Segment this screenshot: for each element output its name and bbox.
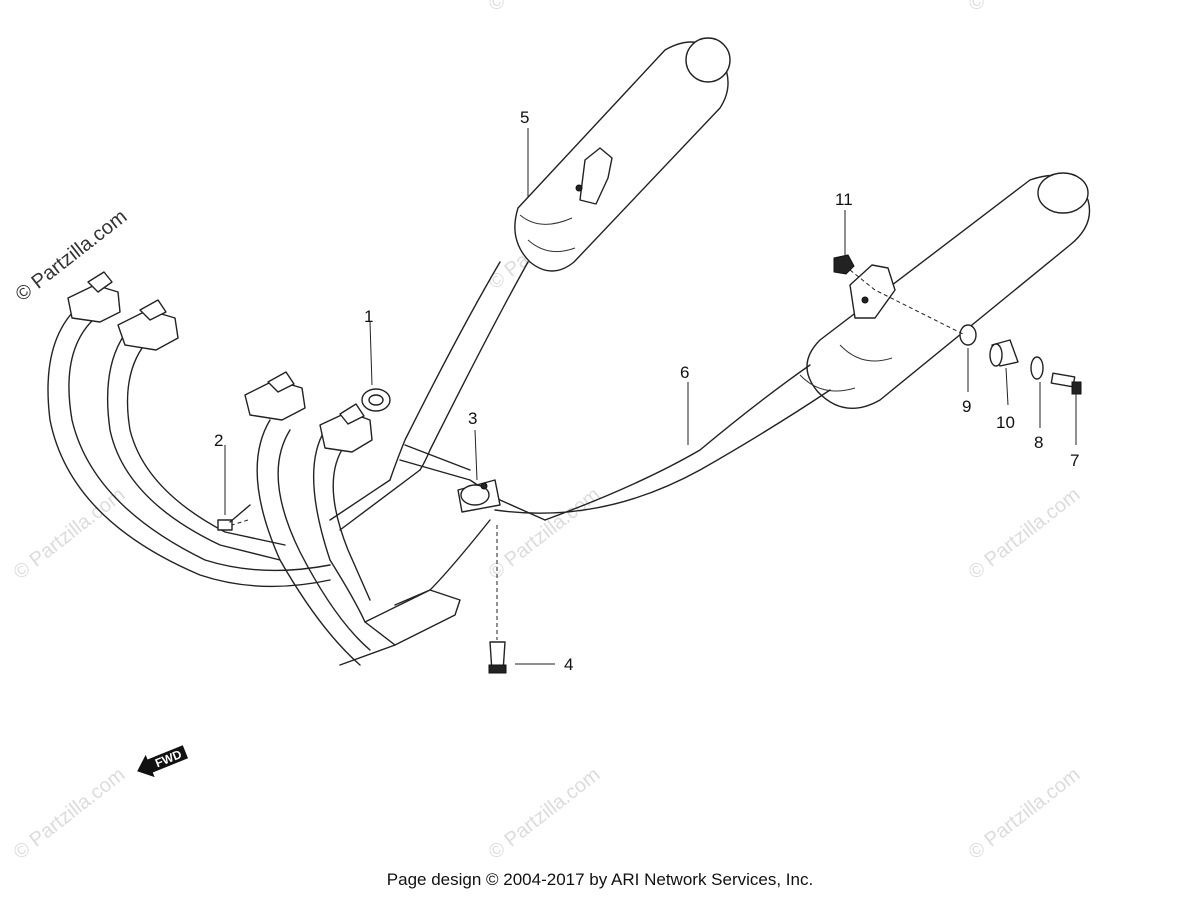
watermark: © Partzilla.com bbox=[485, 0, 605, 16]
header-flanges bbox=[67, 271, 373, 453]
watermark: © Partzilla.com bbox=[965, 0, 1085, 16]
muffler-left-part-5 bbox=[514, 37, 731, 272]
bolt-part-7 bbox=[1050, 372, 1082, 395]
gasket-part-1 bbox=[361, 388, 391, 412]
watermark: © Partzilla.com bbox=[965, 764, 1085, 864]
callout-3: 3 bbox=[468, 409, 477, 428]
callout-5: 5 bbox=[520, 108, 529, 127]
watermark: © Partzilla.com bbox=[485, 764, 605, 864]
watermark: © Partzilla.com bbox=[10, 764, 130, 864]
callout-8: 8 bbox=[1034, 433, 1043, 452]
header-pipes-left bbox=[47, 304, 371, 666]
watermark: © Partzilla.com bbox=[485, 484, 605, 584]
callout-9: 9 bbox=[962, 397, 971, 416]
muffler-right-part-6 bbox=[799, 172, 1091, 409]
clamp-part-3 bbox=[457, 479, 501, 513]
watermark: © Partzilla.com bbox=[965, 484, 1085, 584]
bushing-part-9 bbox=[959, 324, 977, 346]
exhaust-pipes-lower bbox=[339, 364, 831, 666]
copyright-footer: Page design © 2004-2017 by ARI Network S… bbox=[386, 870, 814, 889]
bolt-part-4 bbox=[488, 641, 507, 674]
collar-part-10 bbox=[989, 339, 1019, 367]
forward-arrow-label: FWD bbox=[153, 747, 184, 770]
forward-arrow-icon: FWD bbox=[137, 745, 189, 778]
callout-11: 11 bbox=[835, 190, 853, 209]
callout-1: 1 bbox=[364, 307, 373, 326]
bolt-part-2 bbox=[217, 504, 251, 531]
callout-6: 6 bbox=[680, 363, 689, 382]
watermark: © Partzilla.com bbox=[10, 484, 130, 584]
watermark-grid: © Partzilla.com © Partzilla.com © Partzi… bbox=[10, 0, 1085, 864]
leader-lines bbox=[224, 128, 1077, 665]
callout-10: 10 bbox=[996, 413, 1015, 432]
callout-labels: 5 1 2 3 4 6 11 9 10 8 7 bbox=[214, 108, 1079, 674]
callout-2: 2 bbox=[214, 431, 223, 450]
callout-4: 4 bbox=[564, 655, 573, 674]
washer-part-8 bbox=[1030, 356, 1044, 380]
callout-7: 7 bbox=[1070, 451, 1079, 470]
